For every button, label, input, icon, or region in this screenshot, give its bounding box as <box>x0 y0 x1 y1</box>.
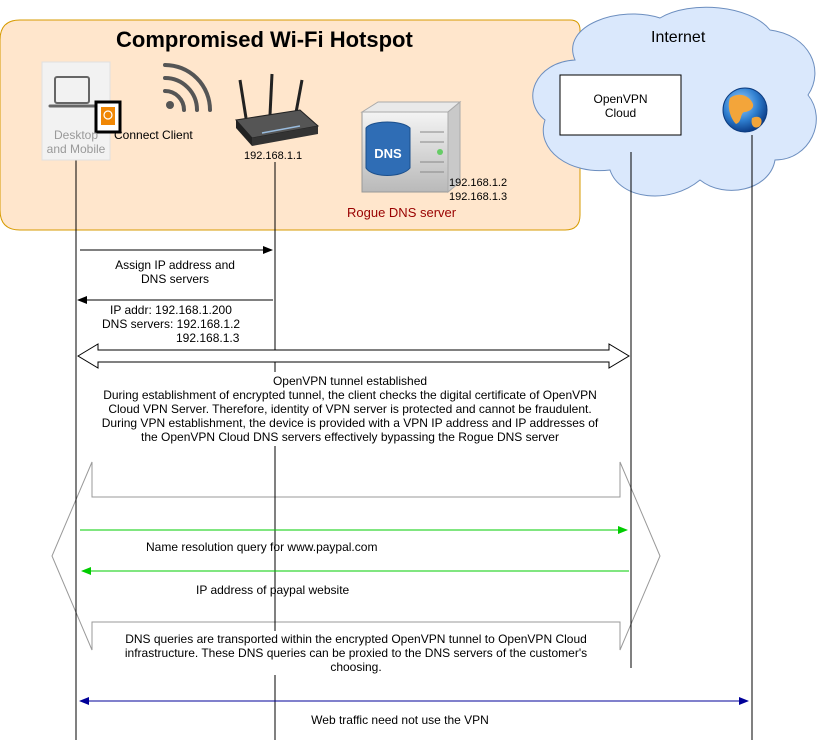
dns-note-bg <box>93 631 619 675</box>
web-traffic-text-bg <box>290 711 510 729</box>
rogue-dns-ip-1: 192.168.1.2 <box>449 177 508 189</box>
tunnel-established-arrow <box>77 343 630 369</box>
internet-title: Internet <box>651 29 706 46</box>
dns-note-line3: choosing. <box>330 660 382 674</box>
paypal-ip-label: IP address of paypal website <box>196 583 350 597</box>
phone-icon <box>94 100 122 134</box>
globe-icon <box>722 87 768 133</box>
connect-client-label: Connect Client <box>114 128 193 142</box>
hotspot-title: Compromised Wi-Fi Hotspot <box>116 27 413 52</box>
tunnel-line2: During establishment of encrypted tunnel… <box>103 388 597 402</box>
ipaddr-label: IP addr: 192.168.1.200 <box>110 303 232 317</box>
tunnel-line3: Cloud VPN Server. Therefore, identity of… <box>108 402 592 416</box>
client-label: Desktop and Mobile <box>42 128 110 156</box>
client-label-line1: Desktop <box>53 128 99 142</box>
encrypted-tunnel-shape <box>51 461 661 651</box>
web-traffic-label: Web traffic need not use the VPN <box>311 713 489 727</box>
assign-ip-line2: DNS servers <box>140 272 209 286</box>
wifi-icon <box>163 63 212 112</box>
dns-icon-text: DNS <box>374 146 402 161</box>
openvpn-cloud-line1: OpenVPN <box>593 92 648 106</box>
tunnel-text-bg <box>100 372 600 446</box>
client-node <box>41 61 122 161</box>
tunnel-line1: OpenVPN tunnel established <box>272 374 428 388</box>
laptop-icon <box>48 76 98 108</box>
dns-note-line2: infrastructure. These DNS queries can be… <box>124 646 588 660</box>
openvpn-cloud-box <box>559 74 682 136</box>
assign-ip-label: Assign IP address and DNS servers <box>90 258 260 286</box>
name-query-label: Name resolution query for www.paypal.com <box>146 540 378 554</box>
tunnel-line4: During VPN establishment, the device is … <box>101 416 599 430</box>
tunnel-line5: the OpenVPN Cloud DNS servers effectivel… <box>141 430 559 444</box>
dns-servers-label-2: 192.168.1.3 <box>176 331 240 345</box>
openvpn-cloud-label: OpenVPN Cloud <box>560 92 681 120</box>
openvpn-cloud-line2: Cloud <box>604 106 637 120</box>
client-label-line2: and Mobile <box>46 142 106 156</box>
router-icon <box>235 73 320 146</box>
tunnel-established-text: OpenVPN tunnel established During establ… <box>80 374 620 444</box>
rogue-dns-ip-2: 192.168.1.3 <box>449 191 508 203</box>
router-ip-label: 192.168.1.1 <box>244 150 303 162</box>
rogue-dns-label: Rogue DNS server <box>347 205 457 220</box>
dns-server-icon: DNS <box>360 100 462 194</box>
dns-note-line1: DNS queries are transported within the e… <box>125 632 587 646</box>
dns-note-text: DNS queries are transported within the e… <box>93 632 619 674</box>
assign-ip-line1: Assign IP address and <box>115 258 235 272</box>
dns-servers-label: DNS servers: 192.168.1.2 <box>102 317 241 331</box>
